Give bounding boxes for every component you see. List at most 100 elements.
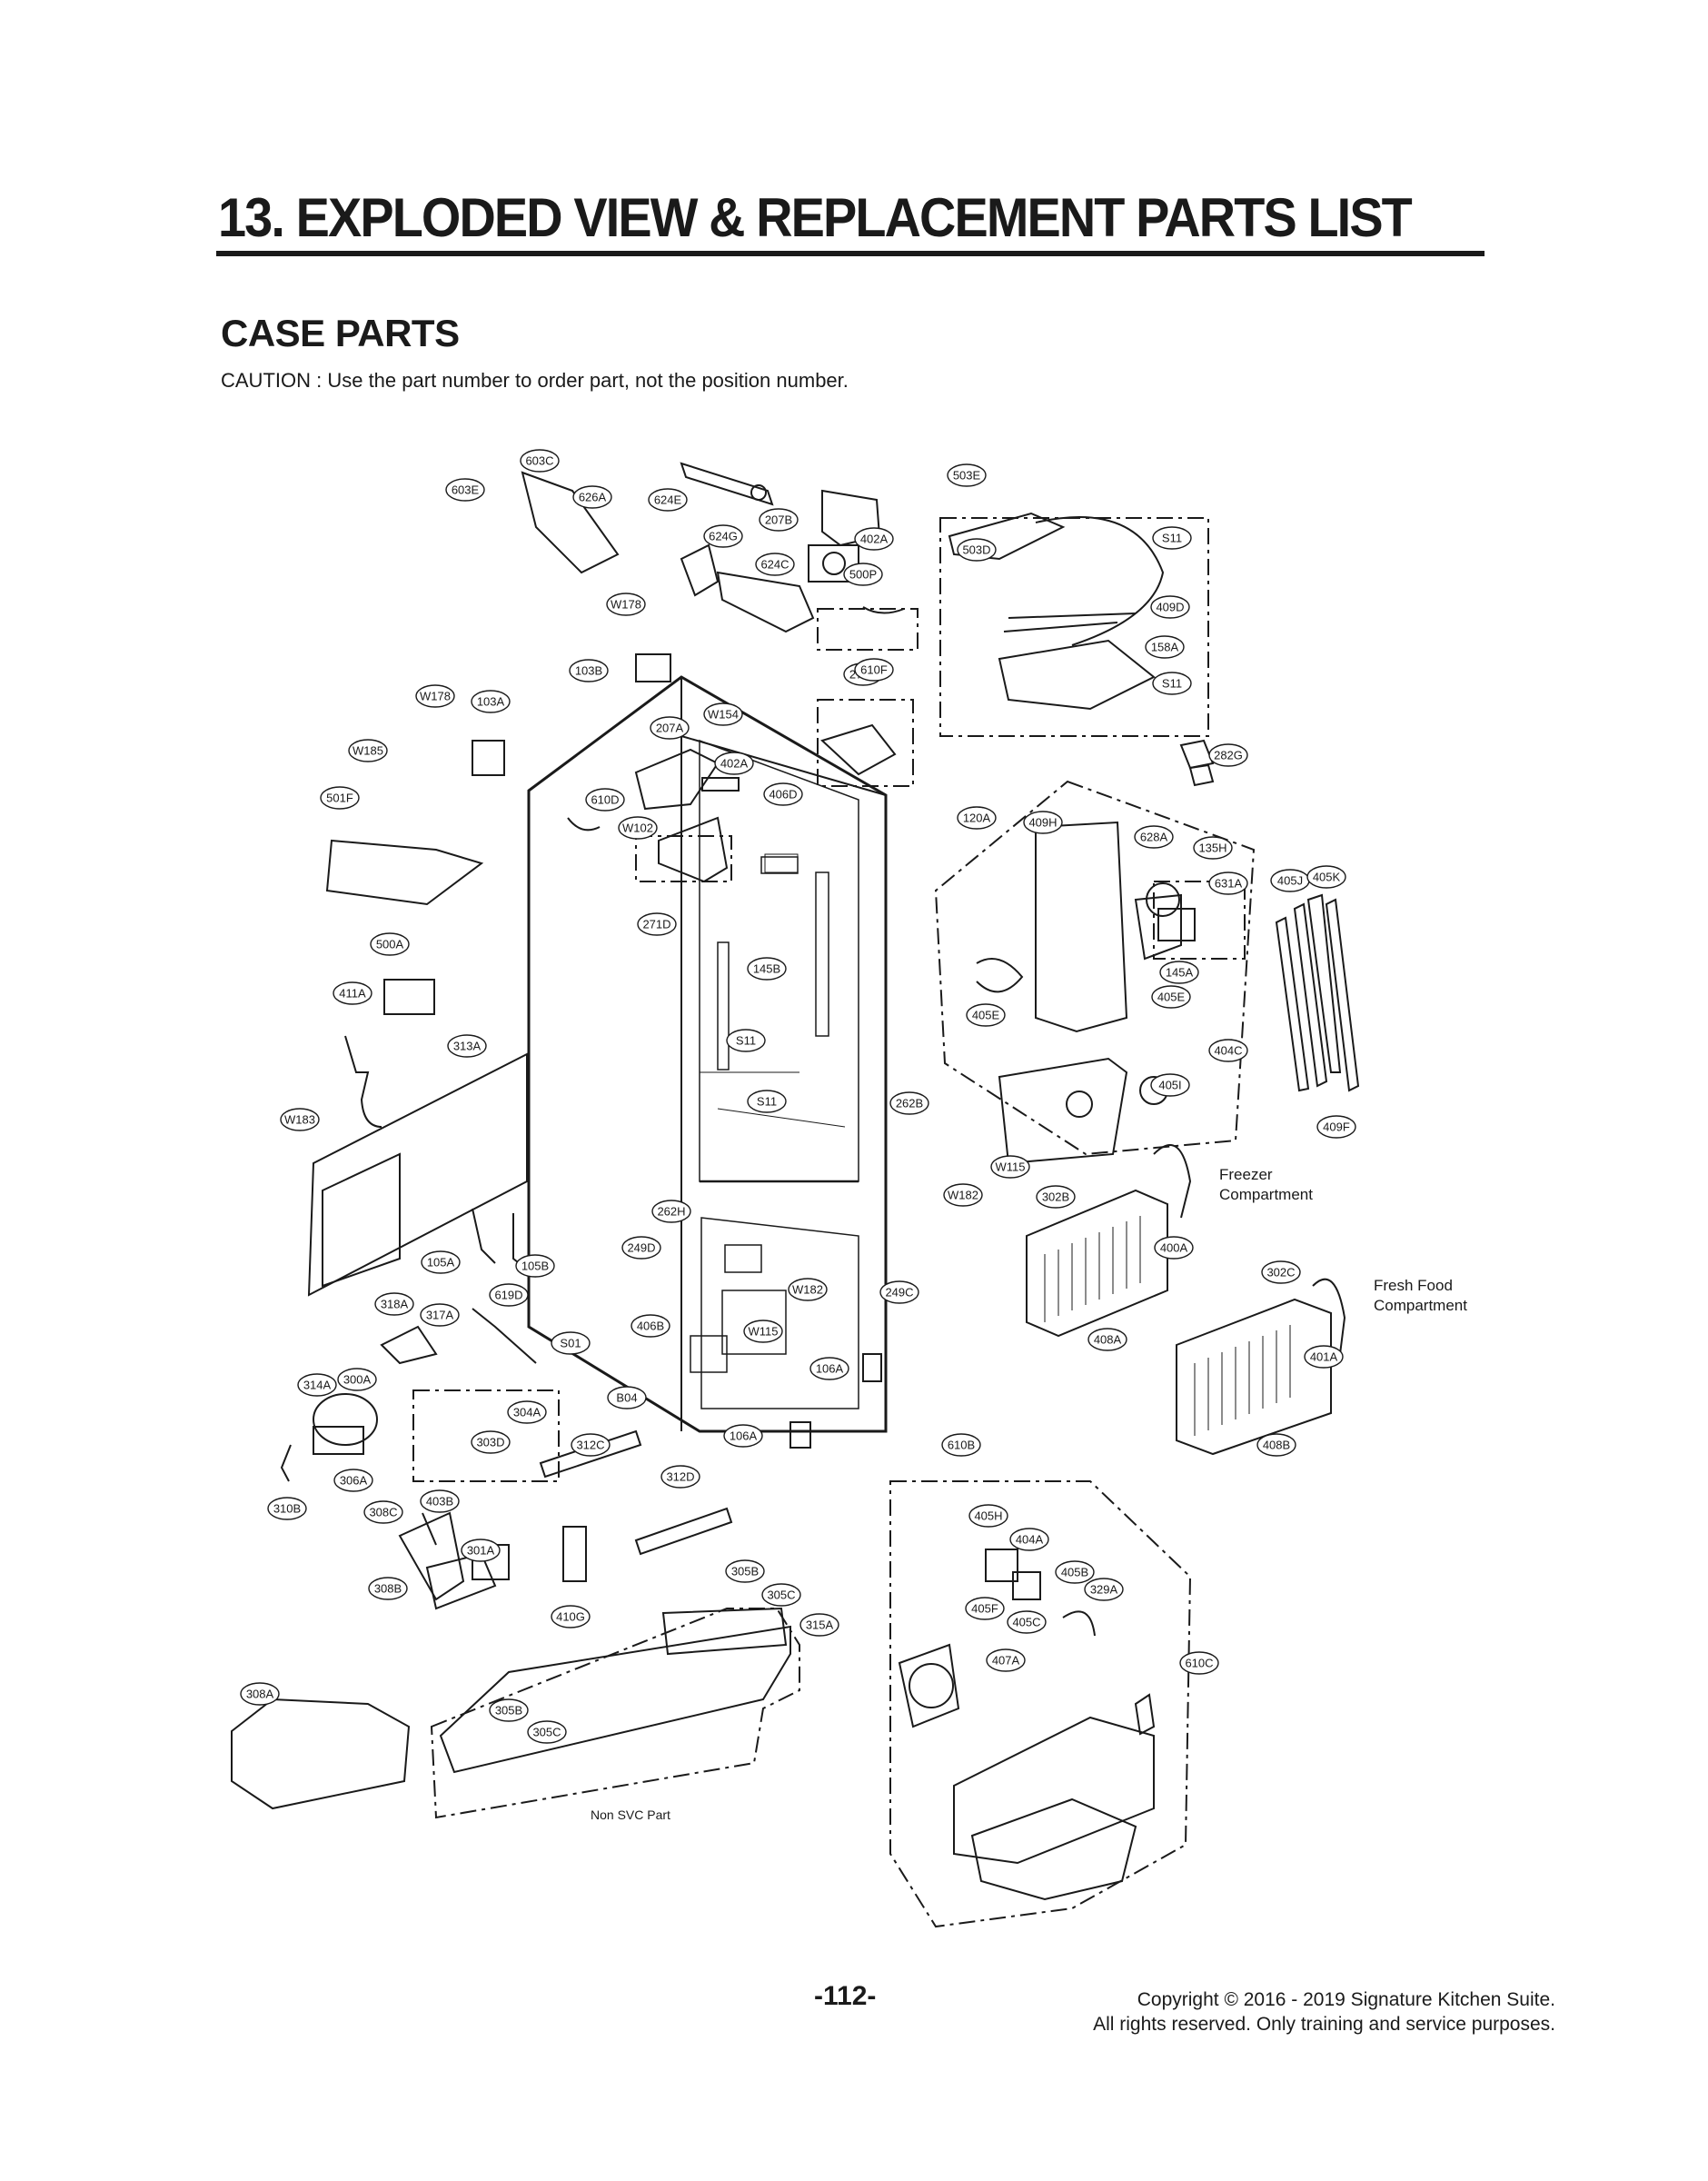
part-callout: 405E <box>1151 985 1191 1009</box>
part-callout: 409D <box>1150 595 1190 619</box>
part-callout: 405J <box>1270 869 1310 892</box>
part-callout: 603C <box>520 449 560 473</box>
callout-bubble <box>1316 1115 1356 1139</box>
callout-bubble <box>1179 1651 1219 1675</box>
callout-bubble <box>788 1278 828 1301</box>
callout-bubble <box>333 1469 373 1492</box>
part-callout: 400A <box>1154 1236 1194 1260</box>
part-callout: 305B <box>489 1698 529 1722</box>
part-callout: 303D <box>471 1430 511 1454</box>
part-callout: 312C <box>571 1433 611 1457</box>
callout-label: 610C <box>1185 1657 1213 1670</box>
callout-label: 406D <box>769 788 797 802</box>
part-callout: 407A <box>986 1648 1026 1672</box>
callout-bubble <box>1084 1578 1124 1601</box>
callout-bubble <box>1256 1433 1296 1457</box>
part-callout: W178 <box>415 684 455 708</box>
callout-label: W182 <box>948 1189 978 1202</box>
callout-bubble <box>515 1254 555 1278</box>
part-callout: 500A <box>370 932 410 956</box>
callout-label: 405B <box>1061 1566 1088 1579</box>
callout-bubble <box>725 1559 765 1583</box>
callout-label: 624C <box>760 558 789 572</box>
callout-label: 158A <box>1151 641 1179 654</box>
part-callout: 624E <box>648 488 688 512</box>
callout-label: S01 <box>560 1337 581 1350</box>
callout-bubble <box>1152 526 1192 550</box>
callout-label: 503E <box>953 469 981 483</box>
top-parts <box>472 462 1215 883</box>
callout-label: 610D <box>591 793 619 807</box>
callout-bubble <box>571 1433 611 1457</box>
callout-label: 404A <box>1016 1533 1044 1547</box>
part-callout: 103B <box>569 659 609 682</box>
callout-label: 610F <box>860 663 888 677</box>
callout-bubble <box>651 1200 691 1223</box>
callout-bubble <box>843 563 883 586</box>
callout-label: 329A <box>1090 1583 1118 1597</box>
page-title: 13. EXPLODED VIEW & REPLACEMENT PARTS LI… <box>218 187 1413 248</box>
callout-label: 626A <box>579 491 607 504</box>
callout-label: 403B <box>426 1495 453 1509</box>
callout-label: 120A <box>963 812 991 825</box>
callout-bubble <box>986 1648 1026 1672</box>
part-callout: 262H <box>651 1200 691 1223</box>
callout-label: W154 <box>708 708 739 722</box>
part-callout: 302C <box>1261 1260 1301 1284</box>
part-callout: 306A <box>333 1469 373 1492</box>
part-callout: 318A <box>374 1292 414 1316</box>
part-callout: 308A <box>240 1682 280 1706</box>
callout-label: 313A <box>453 1040 482 1053</box>
callout-label: 631A <box>1215 877 1243 891</box>
part-callout: W182 <box>943 1183 983 1207</box>
part-callout: 300A <box>337 1368 377 1391</box>
callout-bubble <box>333 981 372 1005</box>
callout-label: 308C <box>369 1506 397 1519</box>
callout-bubble <box>471 690 511 713</box>
callout-bubble <box>743 1320 783 1343</box>
callout-label: 103B <box>575 664 602 678</box>
callout-bubble <box>520 449 560 473</box>
callout-label: 207B <box>765 513 792 527</box>
part-callout: 603E <box>445 478 485 502</box>
callout-bubble <box>569 659 609 682</box>
callout-bubble <box>723 1424 763 1448</box>
callout-bubble <box>714 752 754 775</box>
part-callout: 405B <box>1055 1560 1095 1584</box>
part-callout: 408B <box>1256 1433 1296 1457</box>
part-callout: 405K <box>1306 865 1346 889</box>
callout-bubble <box>447 1034 487 1058</box>
callout-label: 406B <box>637 1320 664 1333</box>
callout-bubble <box>854 527 894 551</box>
callout-bubble <box>990 1155 1030 1179</box>
callout-label: 410G <box>556 1610 585 1624</box>
callout-bubble <box>348 739 388 762</box>
part-callout: 401A <box>1304 1345 1344 1369</box>
part-callout: 207B <box>759 508 799 532</box>
callout-label: 305B <box>731 1565 759 1578</box>
callout-bubble <box>1150 595 1190 619</box>
part-callout: 315A <box>799 1613 839 1637</box>
part-callout: 317A <box>420 1303 460 1327</box>
callout-label: 603E <box>452 483 480 497</box>
part-callout: 411A <box>333 981 372 1005</box>
callout-bubble <box>267 1497 307 1520</box>
callout-label: 305C <box>532 1726 561 1739</box>
part-callout: 305C <box>761 1583 801 1607</box>
callout-bubble <box>726 1029 766 1052</box>
part-callout: 405I <box>1150 1073 1190 1097</box>
callout-bubble <box>799 1613 839 1637</box>
freezer-label-line1: Freezer <box>1219 1166 1273 1183</box>
callout-bubble <box>1208 743 1248 767</box>
callout-label: 409D <box>1156 601 1184 614</box>
part-callout: 619D <box>489 1283 529 1307</box>
callout-label: W183 <box>284 1113 315 1127</box>
callout-label: 305C <box>767 1588 795 1602</box>
section-title: CASE PARTS <box>221 312 460 354</box>
callout-label: 404C <box>1214 1044 1242 1058</box>
callout-label: 106A <box>816 1362 844 1376</box>
callout-bubble <box>370 932 410 956</box>
callout-label: S11 <box>1162 532 1182 545</box>
callout-label: 135H <box>1198 842 1226 855</box>
